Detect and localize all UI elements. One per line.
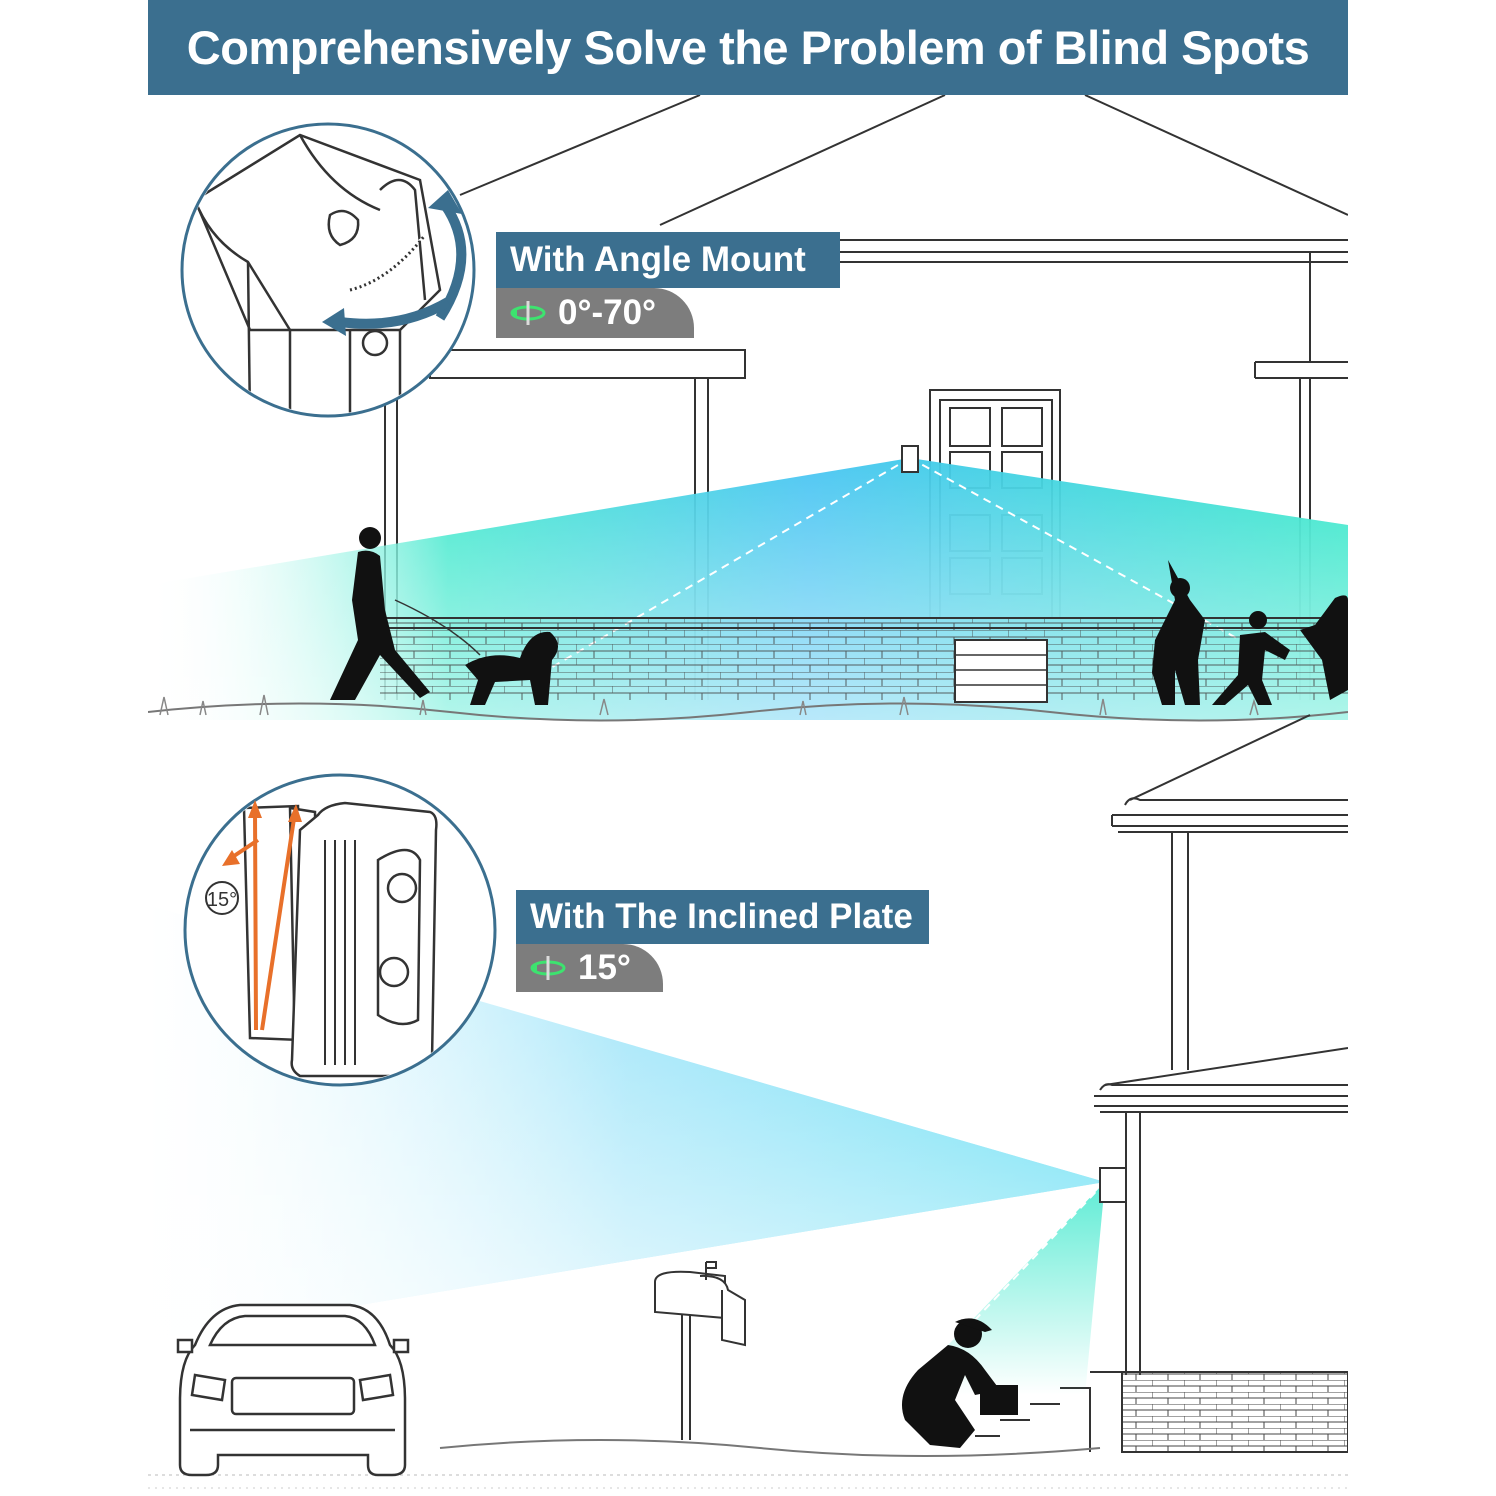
rotate-icon	[530, 956, 566, 980]
rotate-icon	[510, 301, 546, 325]
bottom-grass	[439, 1439, 1101, 1457]
children-playing	[1152, 560, 1348, 705]
page-title: Comprehensively Solve the Problem of Bli…	[148, 0, 1348, 95]
incline-degree-badge-circle	[205, 881, 239, 915]
car	[176, 1303, 410, 1477]
angle-mount-label: With Angle Mount	[496, 232, 840, 288]
angle-mount-range-text: 0°-70°	[558, 293, 657, 332]
inclined-plate-range-text: 15°	[578, 948, 631, 987]
top-grass	[148, 702, 1348, 722]
inclined-plate-label: With The Inclined Plate	[516, 890, 929, 944]
man-walking-dog	[330, 527, 559, 705]
rotate-arrow-horizontal	[339, 297, 451, 329]
bottom-house	[975, 714, 1348, 1453]
inclined-plate-detail: 15°	[183, 773, 497, 1087]
camera-device-bottom	[1099, 1167, 1127, 1203]
angle-mount-detail	[180, 122, 476, 418]
camera-device-top	[901, 445, 919, 473]
inclined-plate-range: 15°	[516, 944, 663, 992]
incline-degree-badge: 15°	[207, 889, 237, 911]
mailbox	[654, 1261, 746, 1440]
angle-mount-range: 0°-70°	[496, 288, 694, 338]
delivery-person	[901, 1318, 1018, 1448]
